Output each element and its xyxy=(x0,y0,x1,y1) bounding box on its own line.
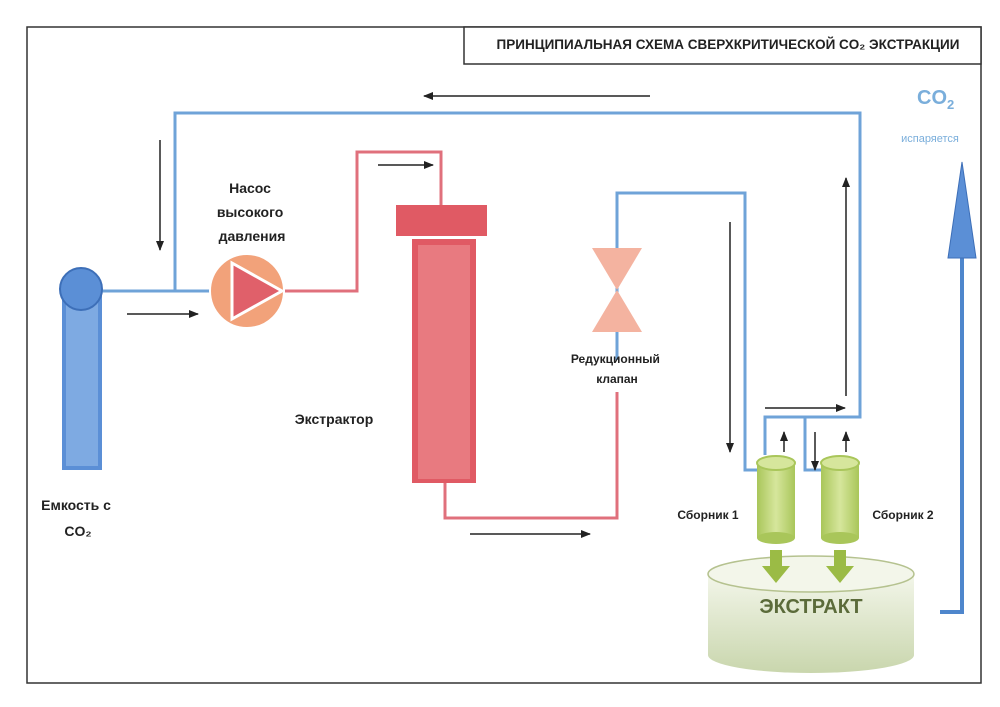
extract-label: ЭКСТРАКТ xyxy=(759,596,862,618)
collector-outflow-arrows xyxy=(762,550,854,583)
collector-2-label: Сборник 2 xyxy=(872,508,934,522)
tank-label-line2: CO₂ xyxy=(64,523,91,539)
collector-2 xyxy=(820,455,860,544)
valve-label-line2: клапан xyxy=(596,372,638,386)
pump-label-line2: высокого xyxy=(217,204,283,220)
collector-1-label: Сборник 1 xyxy=(677,508,739,522)
tank-label-line1: Емкость с xyxy=(41,497,111,513)
reduction-valve xyxy=(592,248,642,332)
diagram-title: ПРИНЦИПИАЛЬНАЯ СХЕМА СВЕРХКРИТИЧЕСКОЙ CO… xyxy=(497,37,960,52)
valve-label: Редукционный клапан xyxy=(571,352,663,386)
hot-co2-pipes xyxy=(285,150,619,520)
flow-arrows xyxy=(127,92,850,538)
co2-label: CO2 xyxy=(917,87,954,112)
valve-label-line1: Редукционный xyxy=(571,352,660,366)
co2-tank xyxy=(59,267,103,470)
evaporates-label: испаряется xyxy=(901,133,959,145)
extractor-vessel xyxy=(396,205,487,483)
pump-label: Насос высокого давления xyxy=(217,180,287,244)
extract-vessel xyxy=(707,555,915,673)
tank-label: Емкость с CO₂ xyxy=(41,497,115,539)
evaporation-path xyxy=(940,161,977,614)
extractor-label: Экстрактор xyxy=(295,411,374,427)
pump-label-line3: давления xyxy=(219,228,286,244)
high-pressure-pump xyxy=(209,253,286,329)
title-box xyxy=(463,26,982,65)
pump-label-line1: Насос xyxy=(229,180,271,196)
collector-1 xyxy=(756,455,796,544)
